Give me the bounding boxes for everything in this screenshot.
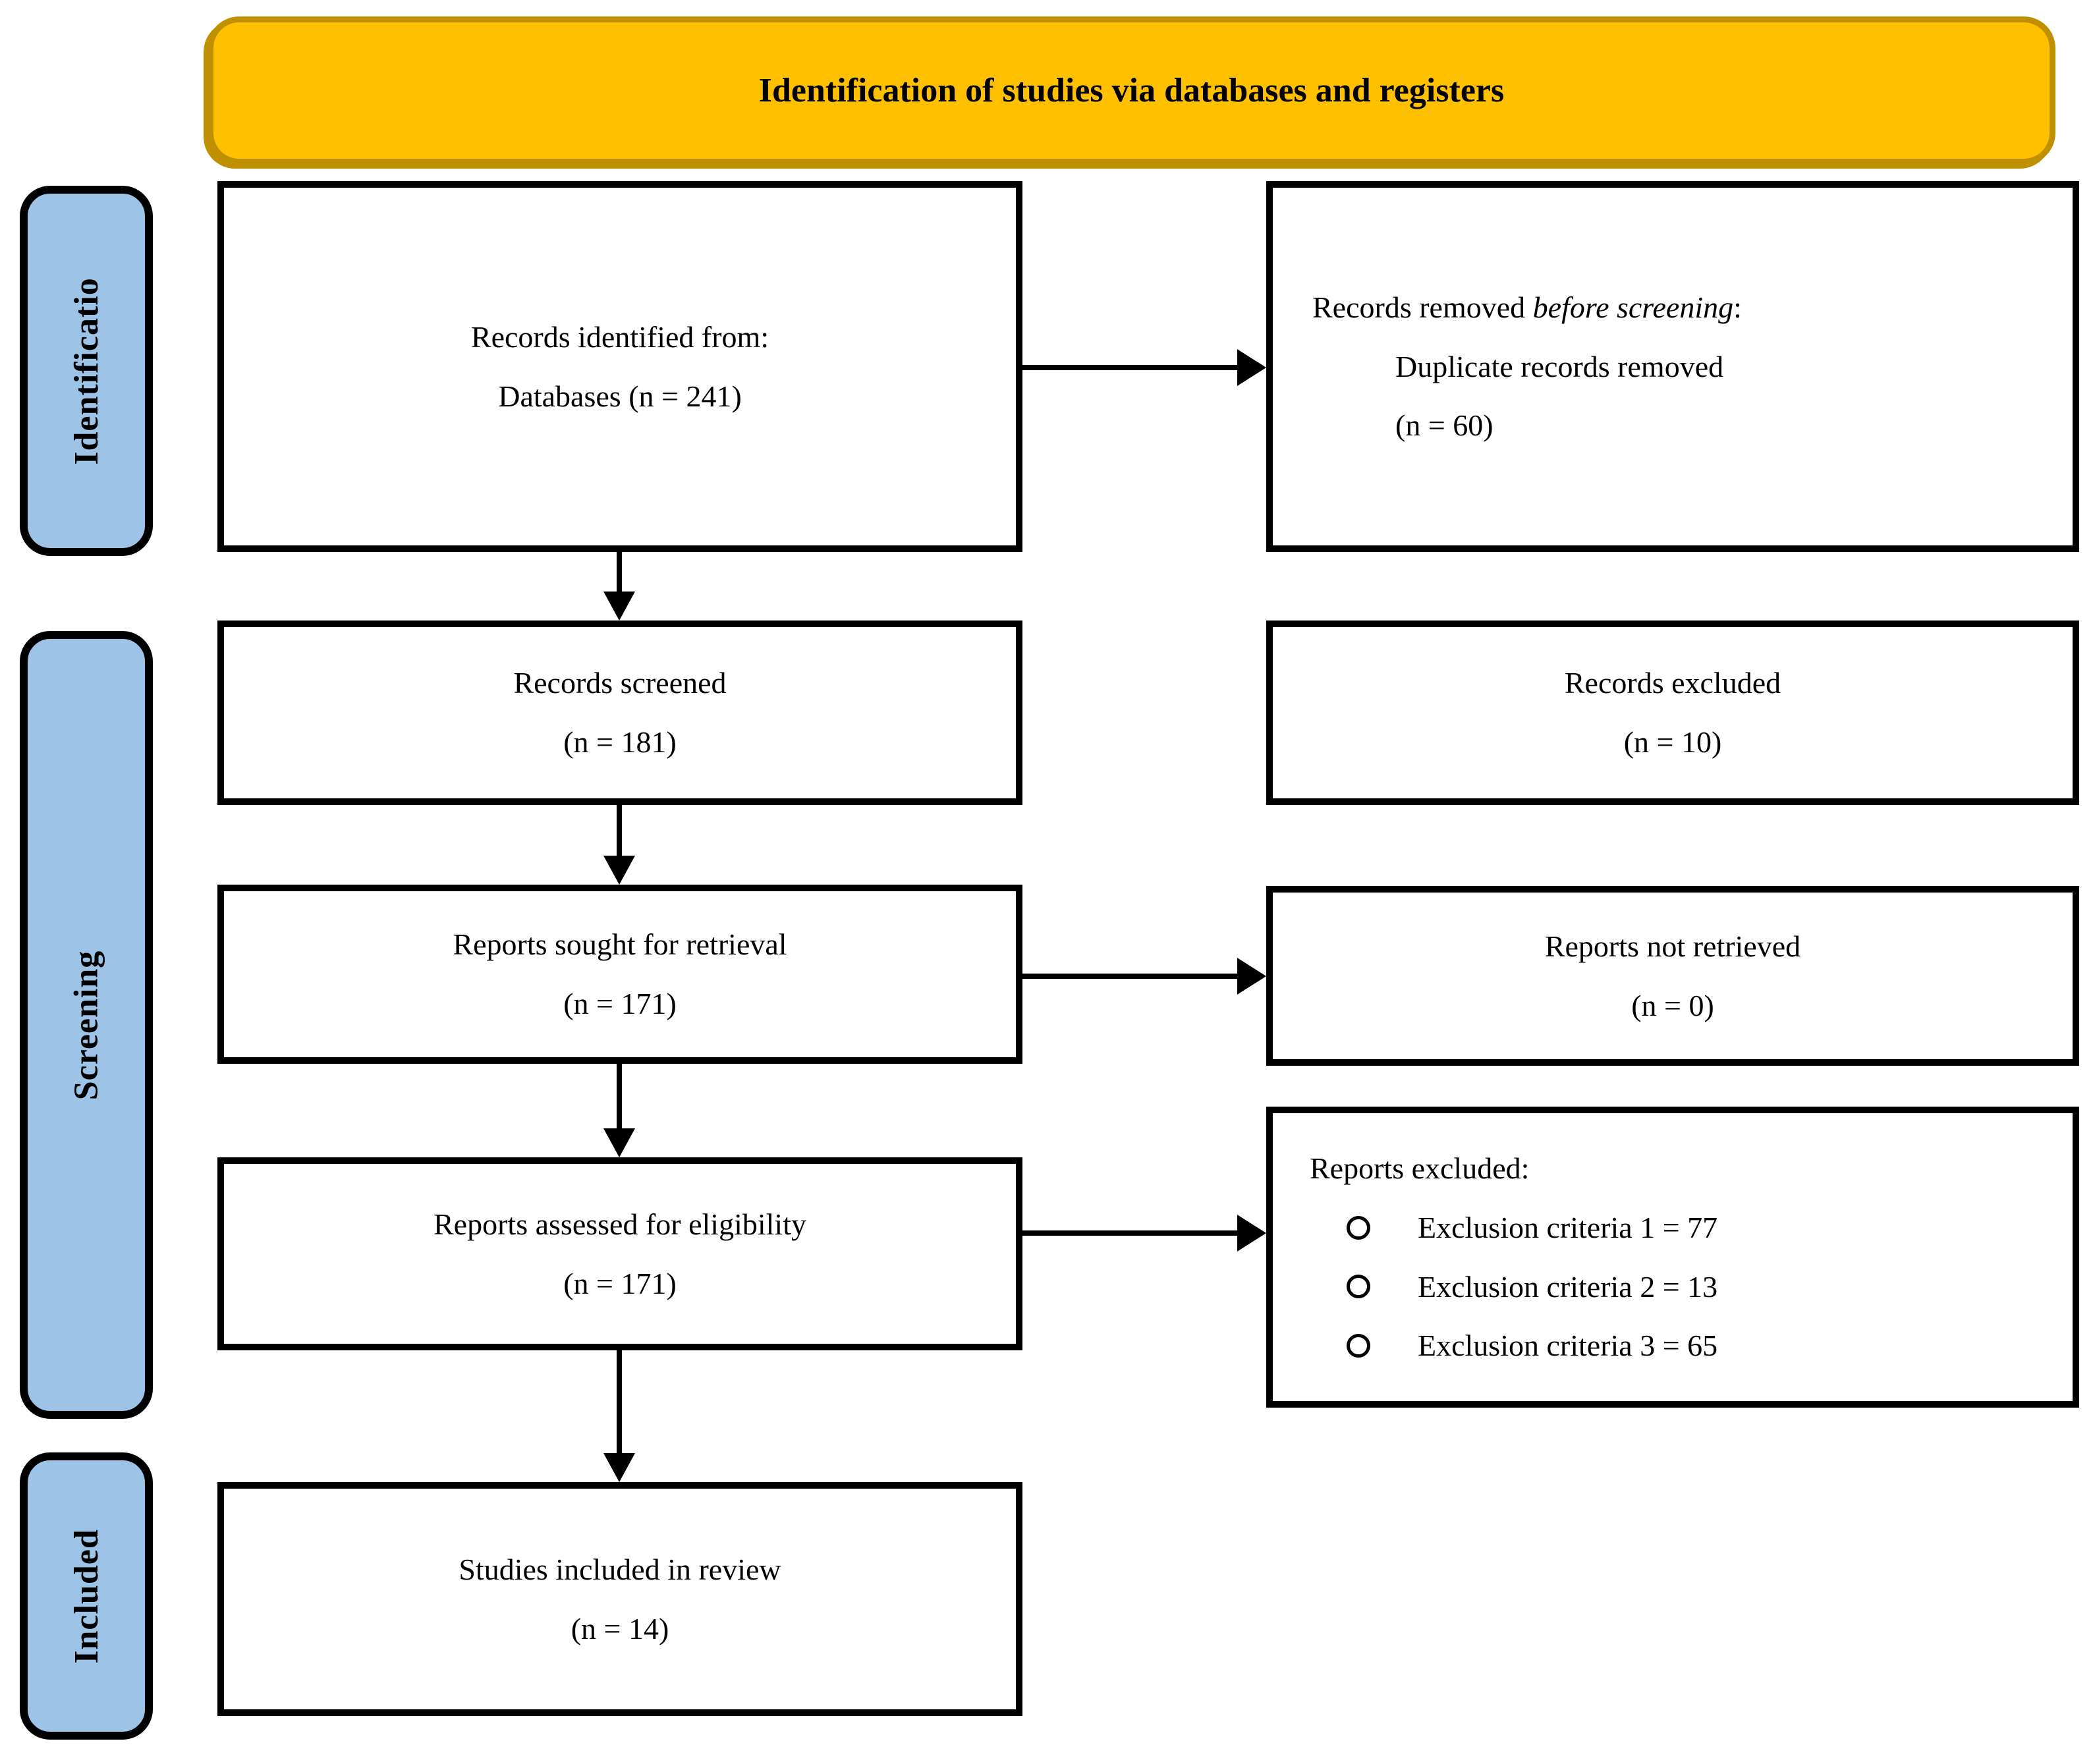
open-circle-bullet-icon [1347,1215,1370,1240]
box-line: (n = 171) [563,1266,677,1300]
box-line: Records removed before screening: [1312,290,1742,324]
side-label-screening-text: Screening [67,950,105,1100]
exclusion-item-text: Exclusion criteria 2 = 13 [1418,1269,1718,1304]
box-line: (n = 10) [1623,725,1722,759]
box-line: Duplicate records removed [1395,349,1724,383]
down-arrow-icon [603,1350,635,1482]
box-line: Studies included in review [459,1552,781,1586]
right-arrow-icon [1022,958,1266,995]
right-arrow-icon [1022,349,1266,386]
exclusion-item-text: Exclusion criteria 1 = 77 [1418,1210,1718,1244]
box-records-screened: Records screened (n = 181) [217,620,1022,805]
open-circle-bullet-icon [1347,1334,1370,1358]
box-records-removed: Records removed before screening: Duplic… [1266,181,2079,552]
side-label-included: Included [20,1452,153,1740]
exclusion-item: Exclusion criteria 2 = 13 [1310,1257,2062,1317]
banner-title: Identification of studies via databases … [758,72,1505,109]
box-records-excluded: Records excluded (n = 10) [1266,620,2079,805]
box-line: Databases (n = 241) [498,379,742,413]
box-line: (n = 14) [571,1611,669,1645]
box-line: Records excluded [1564,666,1781,700]
box-line: Records screened [513,666,727,700]
box-line: (n = 60) [1395,408,1493,443]
exclusion-item: Exclusion criteria 1 = 77 [1310,1198,2062,1257]
open-circle-bullet-icon [1347,1275,1370,1299]
box-line: Records identified from: [470,319,769,354]
box-reports-not-retrieved: Reports not retrieved (n = 0) [1266,886,2079,1066]
side-label-included-text: Included [67,1528,105,1664]
exclusion-item-text: Exclusion criteria 3 = 65 [1418,1329,1718,1363]
box-reports-assessed: Reports assessed for eligibility (n = 17… [217,1157,1022,1350]
down-arrow-icon [603,805,635,885]
box-line: (n = 171) [563,987,677,1020]
box-line: (n = 181) [563,725,677,759]
box-reports-sought: Reports sought for retrieval (n = 171) [217,885,1022,1064]
side-label-identification-text: Identificatio [67,277,105,465]
side-label-screening: Screening [20,631,153,1419]
italic-phrase: before screening [1532,290,1734,324]
down-arrow-icon [603,1064,635,1157]
box-line: Reports sought for retrieval [453,927,787,962]
exclusion-item: Exclusion criteria 3 = 65 [1310,1316,2062,1375]
box-line: Reports not retrieved [1544,929,1801,963]
banner: Identification of studies via databases … [208,16,2055,165]
box-line: (n = 0) [1631,988,1714,1022]
box-line: Reports assessed for eligibility [433,1207,806,1241]
box-studies-included: Studies included in review (n = 14) [217,1482,1022,1716]
down-arrow-icon [603,552,635,620]
right-arrow-icon [1022,1215,1266,1252]
box-records-identified: Records identified from: Databases (n = … [217,181,1022,552]
box-reports-excluded: Reports excluded: Exclusion criteria 1 =… [1266,1107,2079,1408]
box-line: Reports excluded: [1310,1151,1530,1186]
side-label-identification: Identificatio [20,186,153,556]
